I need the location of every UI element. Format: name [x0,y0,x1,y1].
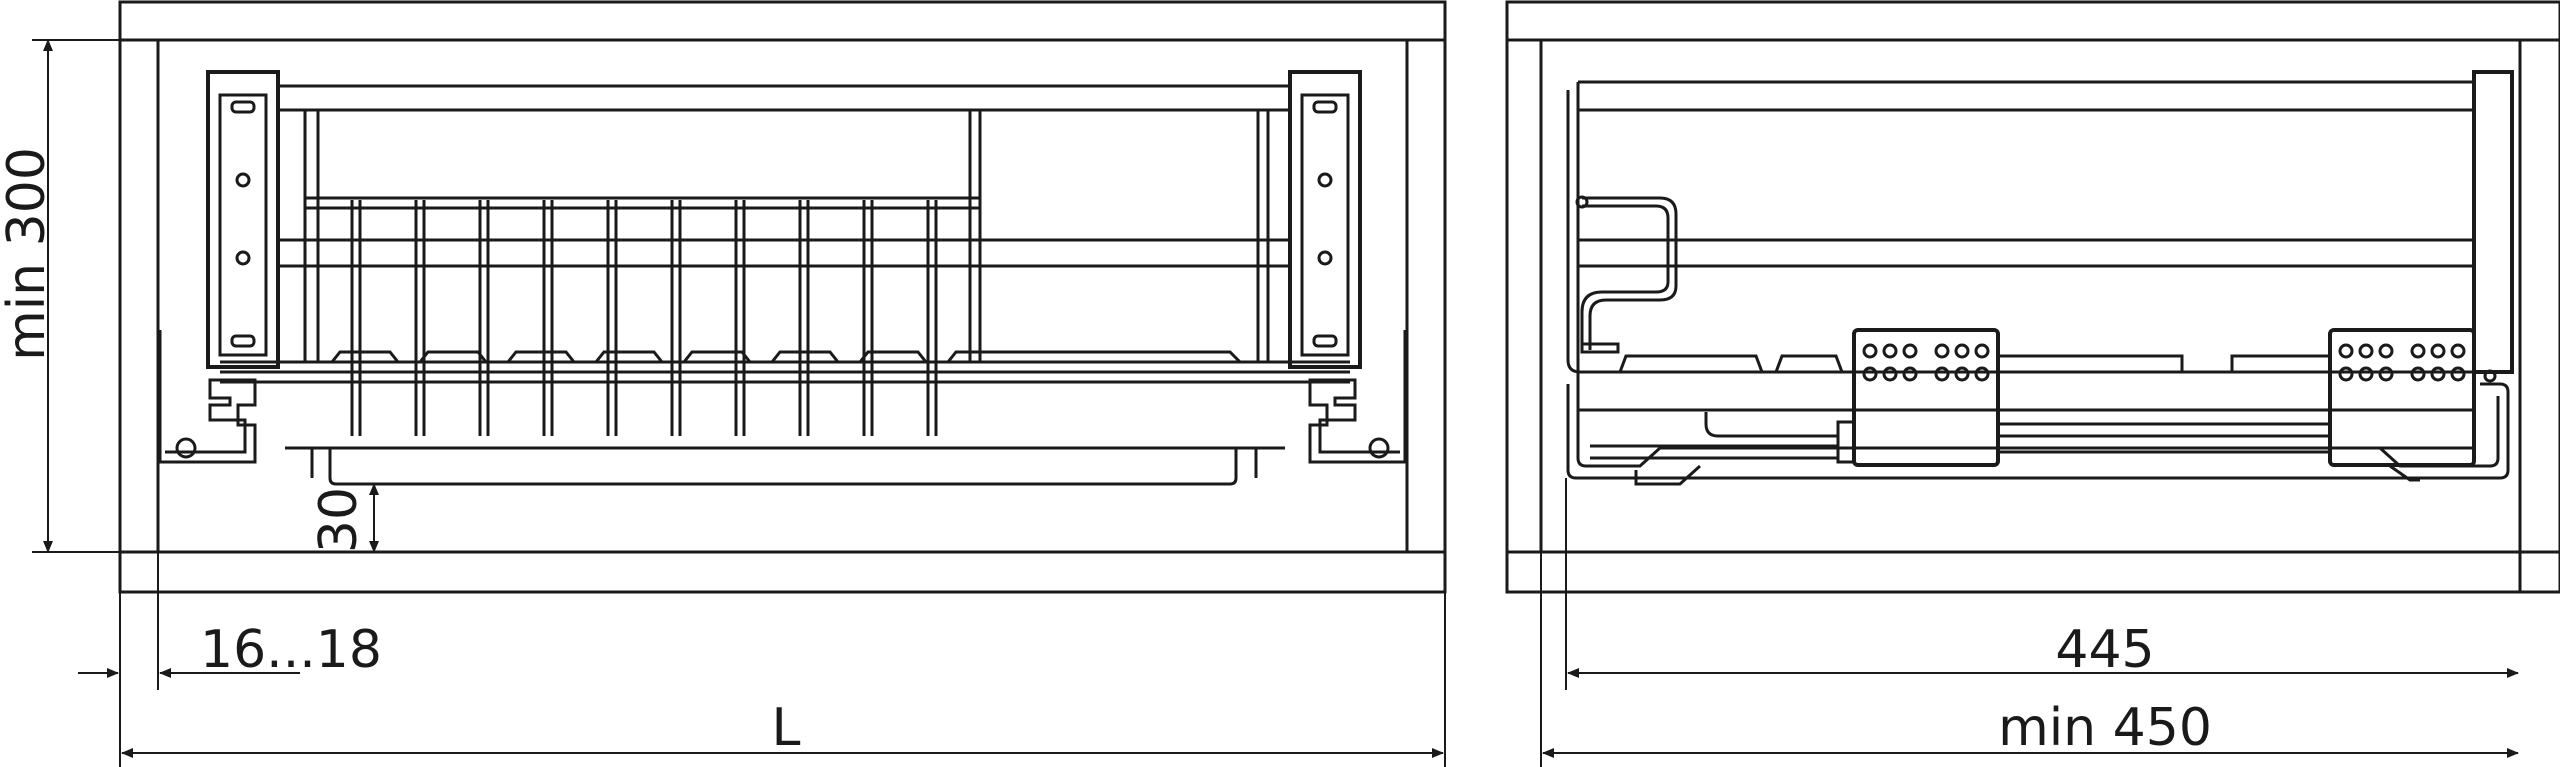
side-view [1505,0,2560,594]
right-mounting-plate [1288,70,1362,369]
min-depth-dim-label: min 450 [1998,698,2212,758]
right-runner [1308,330,1407,464]
front-panel [2472,70,2514,374]
front-view [118,0,1447,594]
left-mounting-plate [206,70,280,369]
left-runner-block [1852,328,2000,467]
clearance-dim-label: 30 [309,487,369,553]
side-runner [1566,369,2510,486]
depth-dim-label: 445 [2055,620,2154,680]
right-runner-block [2328,328,2476,467]
side-basket-bottom [1578,354,2474,374]
drip-tray [285,446,1285,486]
dimension-lines [32,39,2519,767]
side-cabinet [1505,0,2560,594]
dimension-labels: min 300 30 16...18 L 445 min 450 [0,147,2212,758]
basket-frame [220,84,1350,384]
front-cabinet [118,0,1447,594]
height-dim-label: min 300 [0,147,57,361]
side-offset-dim-label: 16...18 [200,620,382,680]
left-runner [158,330,257,464]
width-dim-label: L [772,698,801,758]
plate-rack-rods [350,200,938,436]
basket-bottom [330,350,1242,364]
